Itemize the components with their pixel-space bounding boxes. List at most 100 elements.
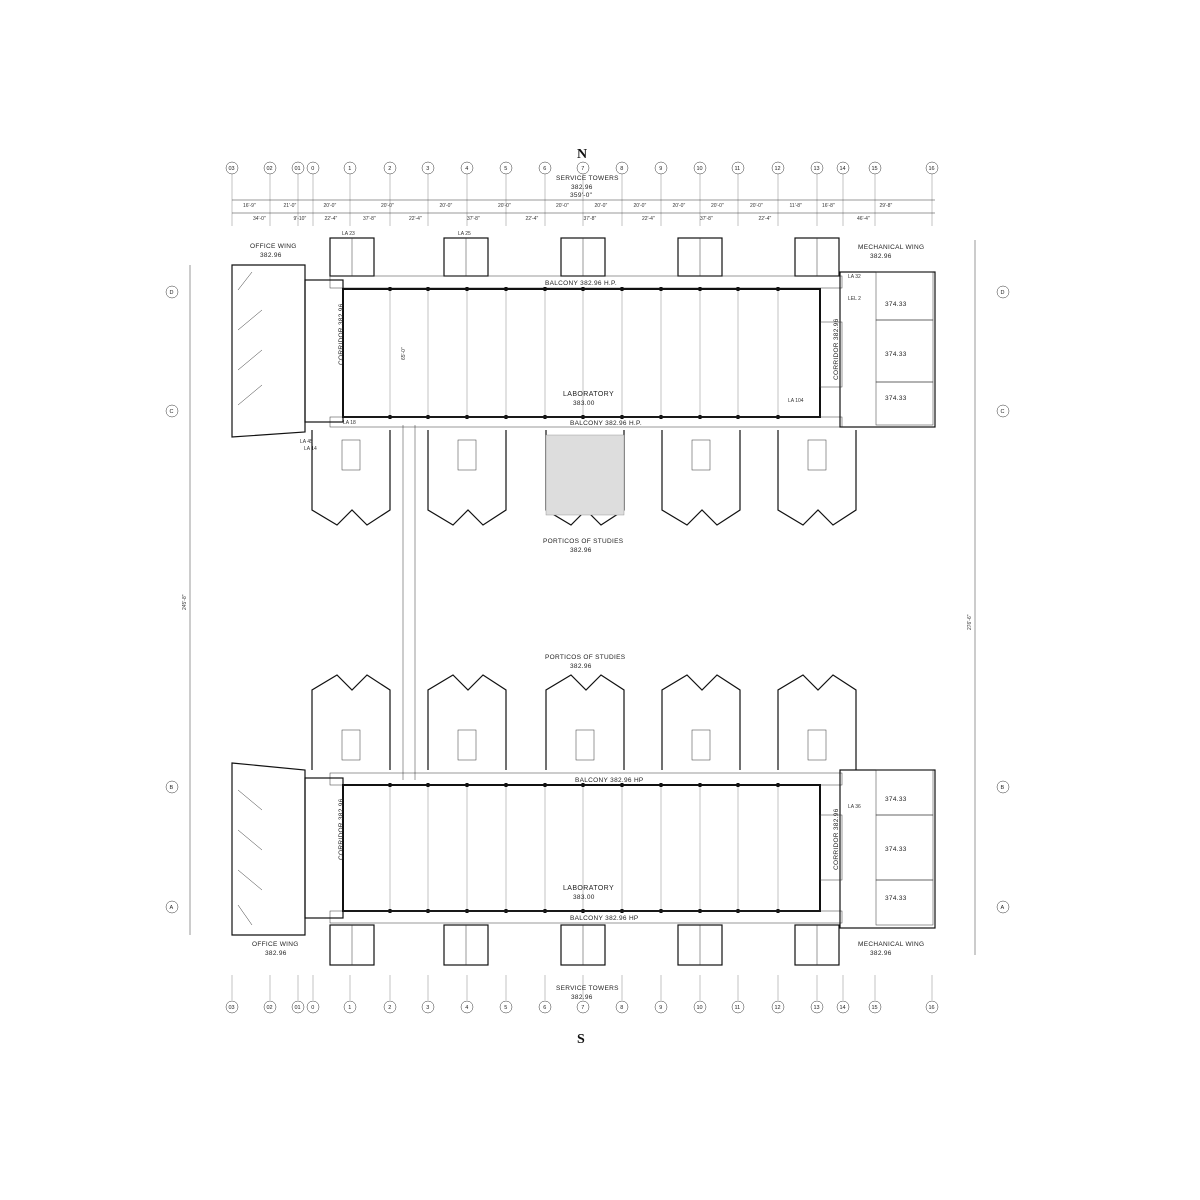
sub-dimension: 22'-4" [642, 216, 655, 222]
svg-text:4: 4 [465, 1005, 468, 1011]
bay-dimension: 20'-0" [595, 203, 608, 209]
column-bubble: 10 [693, 1000, 707, 1014]
column-bubble: 3 [421, 161, 435, 175]
row-bubble-a-right: A [996, 900, 1010, 914]
svg-text:3: 3 [426, 1005, 429, 1011]
column-bubble: 9 [654, 1000, 668, 1014]
column-bubble: 11 [731, 1000, 745, 1014]
overall-dimensions: 245'-8" 276'-6" [182, 240, 976, 955]
svg-text:7: 7 [581, 1005, 584, 1011]
north-office-wing-label: OFFICE WING [250, 243, 297, 250]
sub-dimension: 46'-4" [857, 216, 870, 222]
bay-dimension: 20'-0" [440, 203, 453, 209]
svg-text:3: 3 [426, 166, 429, 172]
svg-text:10: 10 [697, 166, 703, 172]
svg-text:14: 14 [840, 166, 846, 172]
svg-text:1: 1 [348, 166, 351, 172]
svg-text:A: A [170, 905, 174, 911]
svg-text:03: 03 [229, 166, 235, 172]
sub-dimension: 22'-4" [409, 216, 422, 222]
south-service-towers-label: SERVICE TOWERS [556, 985, 619, 992]
svg-text:10: 10 [697, 1005, 703, 1011]
svg-text:C: C [1001, 409, 1005, 415]
row-bubble-d-right: D [996, 285, 1010, 299]
svg-text:12: 12 [775, 1005, 781, 1011]
svg-text:C: C [170, 409, 174, 415]
column-bubble: 2 [383, 1000, 397, 1014]
svg-text:4: 4 [465, 166, 468, 172]
north-corridor-east: CORRIDOR 382.96 [833, 318, 840, 380]
column-bubble: 4 [460, 1000, 474, 1014]
svg-text:02: 02 [267, 166, 273, 172]
south-service-towers-level: 382.96 [571, 994, 593, 1001]
svg-text:15: 15 [872, 166, 878, 172]
column-bubble: 7 [576, 1000, 590, 1014]
north-building: SERVICE TOWERS 382.96 359'-0" OFFICE WIN… [231, 175, 936, 554]
svg-text:8: 8 [620, 1005, 623, 1011]
column-bubble: 4 [460, 161, 474, 175]
column-bubble: 7 [576, 161, 590, 175]
south-office-wing-label: OFFICE WING [252, 941, 299, 948]
south-service-towers [329, 924, 840, 966]
room-tag: LEL 2 [848, 296, 861, 302]
north-balcony-north-label: BALCONY 382.96 H.P. [545, 280, 617, 287]
column-bubble: 2 [383, 161, 397, 175]
column-bubble: 11 [731, 161, 745, 175]
bay-dimension: 21'-0" [284, 203, 297, 209]
svg-text:02: 02 [267, 1005, 273, 1011]
column-bubble: 5 [499, 1000, 513, 1014]
column-bubble: 15 [868, 161, 882, 175]
column-bubble: 8 [615, 1000, 629, 1014]
svg-text:2: 2 [388, 166, 391, 172]
north-corridor-west: CORRIDOR 382.96 [338, 303, 345, 365]
south-porticos-level: 382.96 [570, 663, 592, 670]
column-bubble: 3 [421, 1000, 435, 1014]
svg-text:01: 01 [295, 166, 301, 172]
column-bubble: 1 [343, 161, 357, 175]
row-bubble-c-right: C [996, 404, 1010, 418]
column-bubble: 16 [925, 1000, 939, 1014]
svg-text:03: 03 [229, 1005, 235, 1011]
sub-dimension: 37'-8" [584, 216, 597, 222]
room-tag: LA 18 [343, 420, 356, 426]
south-room-level-3: 374.33 [885, 895, 907, 902]
north-laboratory-label: LABORATORY [563, 391, 614, 398]
sub-dimension: 37'-8" [700, 216, 713, 222]
column-bubble: 16 [925, 161, 939, 175]
dimension-strings-top: 16'-9"21'-0"20'-0"20'-0"20'-0"20'-0"20'-… [232, 199, 935, 222]
svg-text:9: 9 [659, 166, 662, 172]
bay-dimension: 11'-8" [790, 203, 803, 209]
svg-text:1: 1 [348, 1005, 351, 1011]
column-bubble: 02 [263, 1000, 277, 1014]
column-bubble: 6 [538, 1000, 552, 1014]
svg-text:14: 14 [840, 1005, 846, 1011]
svg-text:15: 15 [872, 1005, 878, 1011]
north-service-towers-width: 359'-0" [570, 192, 593, 199]
column-bubble: 0 [306, 1000, 320, 1014]
svg-text:16: 16 [929, 1005, 935, 1011]
south-corridor-west: CORRIDOR 382.96 [338, 798, 345, 860]
svg-text:6: 6 [543, 166, 546, 172]
bay-dimension: 16'-9" [243, 203, 256, 209]
column-bubble: 12 [771, 161, 785, 175]
south-mechanical-wing-level: 382.96 [870, 950, 892, 957]
svg-text:01: 01 [295, 1005, 301, 1011]
sub-dimension: 37'-8" [467, 216, 480, 222]
bay-dimension: 20'-0" [634, 203, 647, 209]
south-label: S [577, 1032, 585, 1047]
north-service-towers [329, 237, 840, 277]
svg-text:A: A [1001, 905, 1005, 911]
column-bubble: 03 [225, 161, 239, 175]
north-label: N [577, 147, 587, 162]
column-bubble: 01 [291, 161, 305, 175]
svg-text:13: 13 [814, 1005, 820, 1011]
north-porticos-level: 382.96 [570, 547, 592, 554]
room-tag: LA 104 [788, 398, 804, 404]
south-porticos [311, 674, 857, 770]
svg-text:12: 12 [775, 166, 781, 172]
column-bubble: 0 [306, 161, 320, 175]
south-balcony-south-label: BALCONY 382.96 HP [570, 915, 639, 922]
column-bubble: 13 [810, 1000, 824, 1014]
